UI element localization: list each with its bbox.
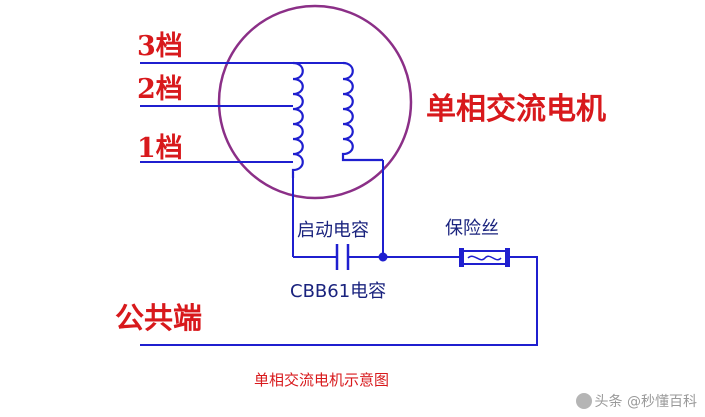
watermark: 头条 @秒懂百科 xyxy=(575,391,697,411)
junction-dot xyxy=(378,252,388,262)
main-winding-coil xyxy=(291,61,304,178)
label-start-capacitor: 启动电容 xyxy=(297,220,369,241)
fuse-element xyxy=(467,255,502,261)
fuse-cap-left xyxy=(459,248,464,267)
toutiao-logo-icon xyxy=(575,393,592,409)
label-gear1: 1档 xyxy=(137,133,183,164)
watermark-text: 头条 @秒懂百科 xyxy=(594,394,697,410)
common-return-wire xyxy=(140,256,538,346)
fuse-cap-right xyxy=(505,248,510,267)
label-gear2: 2档 xyxy=(137,74,183,105)
label-fuse: 保险丝 xyxy=(445,218,499,239)
motor-circle xyxy=(217,4,413,200)
label-motor: 单相交流电机 xyxy=(426,92,606,127)
label-gear3: 3档 xyxy=(137,31,183,62)
caption: 单相交流电机示意图 xyxy=(254,371,389,389)
label-cbb61: CBB61电容 xyxy=(290,281,386,302)
label-common: 公共端 xyxy=(115,301,202,335)
aux-winding-coil xyxy=(341,61,383,162)
